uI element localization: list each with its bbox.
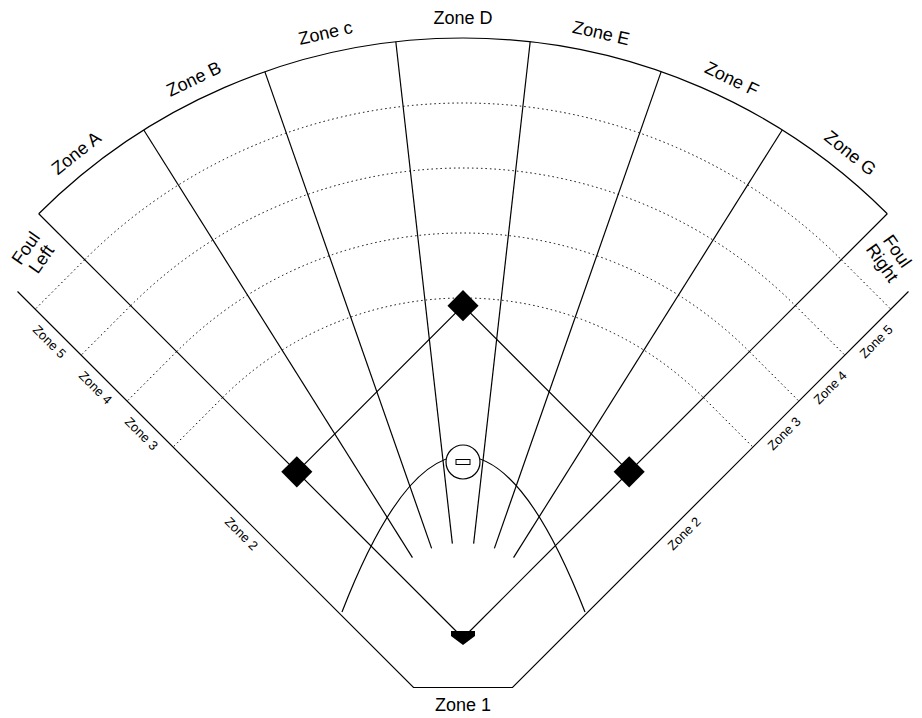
depth-arc bbox=[177, 233, 750, 352]
outfield-fence bbox=[39, 38, 888, 214]
pitchers-rubber bbox=[456, 460, 470, 465]
depth-extension bbox=[749, 352, 798, 401]
zone-label: Zone 5 bbox=[858, 323, 896, 361]
zone-divider bbox=[514, 130, 783, 558]
depth-arc bbox=[85, 103, 842, 260]
depth-extension bbox=[173, 398, 222, 447]
zone-divider bbox=[265, 72, 432, 549]
zone-label: Zone 2 bbox=[223, 515, 261, 553]
foul-line bbox=[39, 214, 463, 638]
depth-extension bbox=[795, 306, 844, 355]
foul-label: Foul Left bbox=[7, 227, 61, 281]
depth-extension bbox=[703, 398, 752, 447]
depth-extension bbox=[81, 306, 130, 355]
zone-label: Zone B bbox=[164, 58, 224, 100]
foul-label: Foul Right bbox=[862, 230, 916, 284]
zone-label: Zone 2 bbox=[665, 515, 703, 553]
pitchers-mound bbox=[446, 445, 480, 479]
zone-divider bbox=[494, 72, 661, 549]
zone-label: Zone 3 bbox=[766, 414, 804, 452]
depth-arc bbox=[131, 168, 796, 306]
zone-label: Zone 4 bbox=[76, 369, 114, 407]
foul-line bbox=[463, 214, 887, 638]
base bbox=[281, 456, 312, 487]
foul-boundary bbox=[18, 292, 909, 688]
zone-label: Zone 5 bbox=[30, 323, 68, 361]
base bbox=[447, 290, 478, 321]
zone-label: Zone 3 bbox=[122, 414, 160, 452]
zone-divider bbox=[396, 42, 453, 544]
zone-divider bbox=[474, 42, 531, 544]
zone-label: Zone E bbox=[571, 18, 632, 49]
base bbox=[614, 456, 645, 487]
zone-label: Zone c bbox=[296, 18, 354, 49]
zone-label: Zone 4 bbox=[812, 369, 850, 407]
zone-label: Zone 1 bbox=[435, 696, 491, 715]
zone-label: Zone G bbox=[820, 127, 879, 179]
zone-divider bbox=[144, 130, 413, 558]
zone-label: Zone F bbox=[702, 59, 762, 101]
depth-extension bbox=[127, 352, 176, 401]
zone-label: Zone D bbox=[433, 9, 492, 28]
home-plate bbox=[451, 631, 475, 645]
zone-label: Zone A bbox=[48, 128, 104, 178]
